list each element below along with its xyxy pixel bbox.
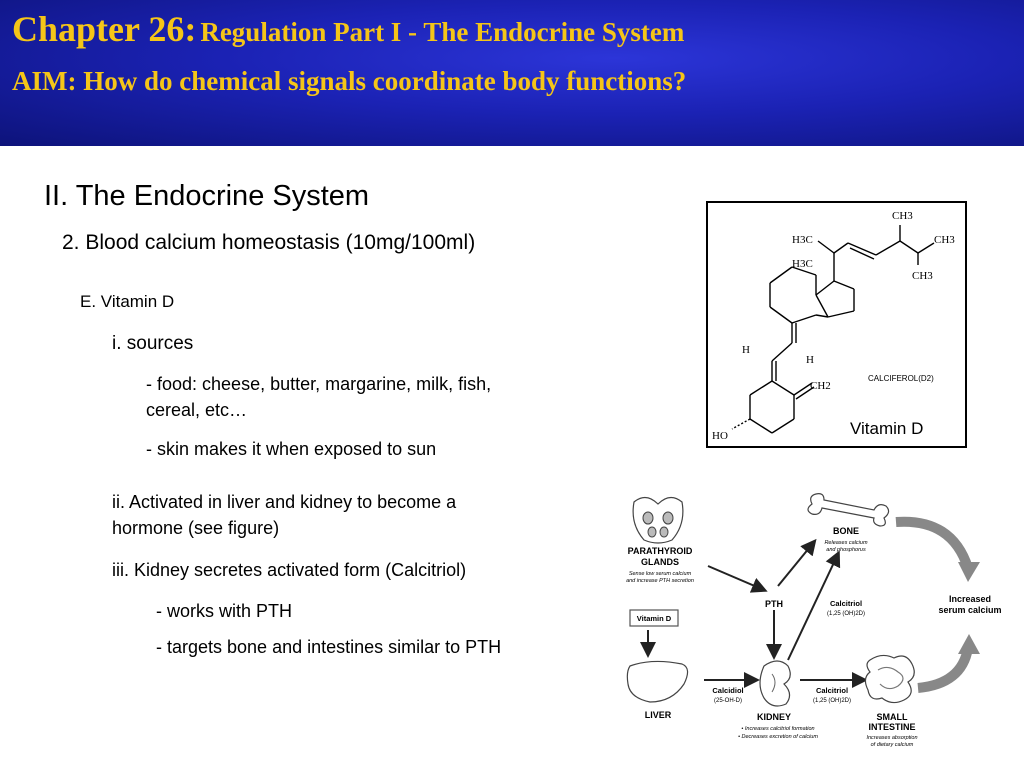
ho-label: HO [712, 430, 728, 442]
calcitriol-mid-formula: (1,25 (OH)2D) [827, 611, 865, 617]
calcitriol-mid-label: Calcitriol [830, 599, 862, 608]
works-with-pth: - works with PTH [156, 601, 293, 621]
kidney-secretes: iii. Kidney secretes activated form (Cal… [112, 560, 467, 580]
intestine-note1: Increases absorption [866, 735, 917, 741]
chapter-number: Chapter 26: [12, 9, 197, 49]
pth-label: PTH [765, 599, 783, 609]
small-intestine-label2: INTESTINE [868, 722, 915, 732]
vitamin-d-box [629, 609, 679, 627]
increased-label1: Increased [949, 594, 991, 604]
calcidiol-label: Calcidiol [712, 686, 743, 695]
vitamin-d-molecule-diagram: CH3 H3C CH3 H3C CH3 H H CH2 HO CALCIFERO… [712, 210, 955, 442]
ch3-right-label: CH3 [934, 234, 955, 246]
increased-label2: serum calcium [938, 605, 1001, 615]
vitamin-d-caption: Vitamin D [850, 419, 923, 438]
ch2-label: CH2 [810, 380, 831, 392]
h-right-label: H [806, 354, 814, 366]
bone-icon [807, 493, 890, 527]
kidney-note2: • Decreases excretion of calcium [738, 734, 818, 740]
activation-line1: ii. Activated in liver and kidney to bec… [112, 492, 457, 512]
intestine-note2: of dietary calcium [871, 742, 914, 748]
chapter-title: Chapter 26: Regulation Part I - The Endo… [12, 8, 684, 50]
small-intestine-label1: SMALL [877, 712, 908, 722]
section-heading: II. The Endocrine System [44, 180, 370, 212]
targets-bone: - targets bone and intestines similar to… [156, 637, 502, 657]
curved-arrow-bottom [917, 634, 980, 693]
activation-line2: hormone (see figure) [112, 518, 280, 538]
food-sources-line1: - food: cheese, butter, margarine, milk,… [146, 374, 492, 394]
aim-question: AIM: How do chemical signals coordinate … [12, 66, 687, 96]
h-left-label: H [742, 344, 750, 356]
calcitriol-low-formula: (1,25 (OH)2D) [813, 698, 851, 704]
parathyroid-note1: Sense low serum calcium [629, 571, 692, 577]
subtopic-heading: E. Vitamin D [80, 292, 175, 311]
sources-heading: i. sources [112, 333, 194, 354]
food-sources-line2: cereal, etc… [146, 400, 248, 420]
calcidiol-formula: (25-OH-D) [714, 698, 742, 704]
bone-note1: Releases calcium [824, 540, 868, 546]
parathyroid-title1: PARATHYROID [628, 546, 693, 556]
kidney-note1: • Increases calcitriol formation [741, 726, 814, 732]
liver-label: LIVER [645, 710, 672, 720]
curved-arrow-top [895, 516, 980, 582]
kidney-icon [759, 660, 791, 707]
vitamin-d-box-label: Vitamin D [637, 614, 672, 623]
kidney-label: KIDNEY [757, 712, 791, 722]
calciferol-label: CALCIFEROL(D2) [868, 374, 934, 383]
bone-label: BONE [833, 526, 859, 536]
chapter-subtitle: Regulation Part I - The Endocrine System [200, 17, 685, 47]
calcium-regulation-figure: PARATHYROID GLANDS Sense low serum calci… [626, 493, 1002, 748]
calcitriol-low-label: Calcitriol [816, 686, 848, 695]
parathyroid-title2: GLANDS [641, 557, 679, 567]
h3c-label-1: H3C [792, 234, 813, 246]
small-intestine-icon [864, 654, 915, 704]
topic-heading: 2. Blood calcium homeostasis (10mg/100ml… [62, 231, 476, 254]
ch3-top-label: CH3 [892, 210, 913, 222]
vitamin-d-structure: CH3 H3C CH3 H3C CH3 H H CH2 HO CALCIFERO… [706, 201, 967, 448]
skin-source: - skin makes it when exposed to sun [146, 439, 437, 459]
liver-icon [626, 660, 689, 703]
title-banner: Chapter 26: Regulation Part I - The Endo… [0, 0, 1024, 146]
bone-note2: and phosphorus [826, 547, 866, 553]
parathyroid-icon [632, 496, 684, 544]
h3c-label-2: H3C [792, 258, 813, 270]
parathyroid-note2: and increase PTH secretion [626, 578, 694, 584]
ch3-lower-label: CH3 [912, 270, 933, 282]
